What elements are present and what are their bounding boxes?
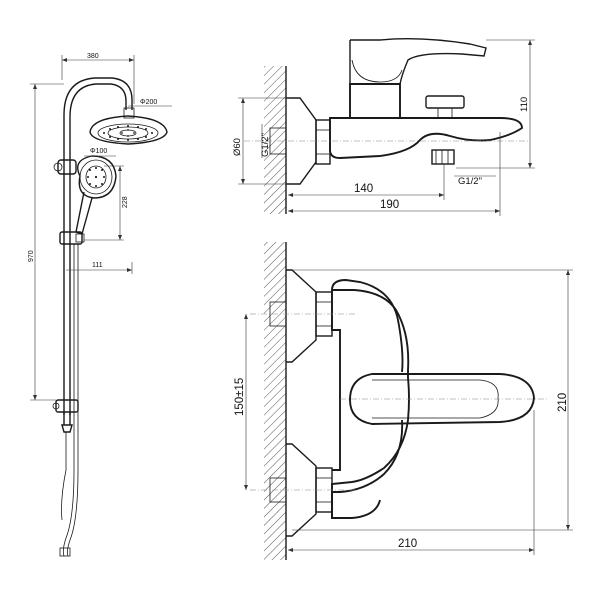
label-width-top: 380 [87, 53, 99, 60]
bottom-bracket-knob [52, 402, 60, 410]
label-width-top-view: 210 [398, 538, 417, 550]
shower-hose-return [61, 432, 67, 521]
top-spout-inner [372, 379, 499, 419]
label-inlet-thread: G1/2" [260, 133, 271, 157]
top-spout-lever [349, 373, 535, 425]
shower-set-drawing: 380 Φ200 Φ100 970 228 111 [28, 53, 172, 557]
top-flange-upper [286, 269, 317, 363]
riser-inlet [61, 424, 73, 433]
side-mixer-body [329, 117, 523, 159]
label-spout-offset: 140 [354, 183, 373, 195]
diverter-knob [53, 162, 63, 172]
label-hand-diameter: Φ100 [90, 148, 107, 155]
label-depth-top: 210 [557, 393, 569, 412]
mixer-side-view: Ø60 G1/2" 110 140 G1/2" 190 [232, 37, 535, 216]
shower-hose-inner [62, 244, 75, 557]
label-slide-height: 228 [122, 196, 129, 208]
wall-hatch-side [264, 66, 286, 214]
slide-holder [59, 231, 83, 245]
label-head-diameter: Φ200 [140, 99, 157, 106]
shower-riser-pipe [63, 77, 133, 160]
side-eccentric-nut [315, 119, 331, 165]
hand-shower [75, 155, 117, 235]
top-flange-lower [286, 443, 317, 537]
side-handle-top [349, 37, 487, 85]
side-handle-column [349, 83, 401, 118]
label-flange: Ø60 [232, 138, 243, 156]
label-arm-offset: 111 [92, 262, 103, 269]
side-diverter-knob [425, 95, 465, 109]
slide-holder-clip [75, 233, 85, 243]
side-outlet-nut [431, 149, 455, 165]
overhead-shower-head [89, 115, 168, 145]
label-centers: 150±15 [234, 378, 246, 416]
side-diverter-stem [437, 107, 453, 119]
mixer-top-view: 150±15 210 210 [234, 242, 573, 560]
hose-end-nut [59, 547, 71, 557]
top-body-main [331, 279, 404, 518]
shower-hose [66, 244, 79, 557]
label-height: 110 [519, 97, 530, 112]
wall-hatch-top [264, 242, 286, 560]
side-handle-curve [351, 59, 403, 83]
head-connector [123, 107, 135, 119]
label-depth-side: 190 [380, 199, 399, 211]
diverter-bracket [57, 159, 77, 175]
label-total-height: 970 [28, 250, 35, 262]
shower-riser-pipe-inner [69, 83, 127, 160]
label-outlet-thread: G1/2" [458, 176, 482, 187]
